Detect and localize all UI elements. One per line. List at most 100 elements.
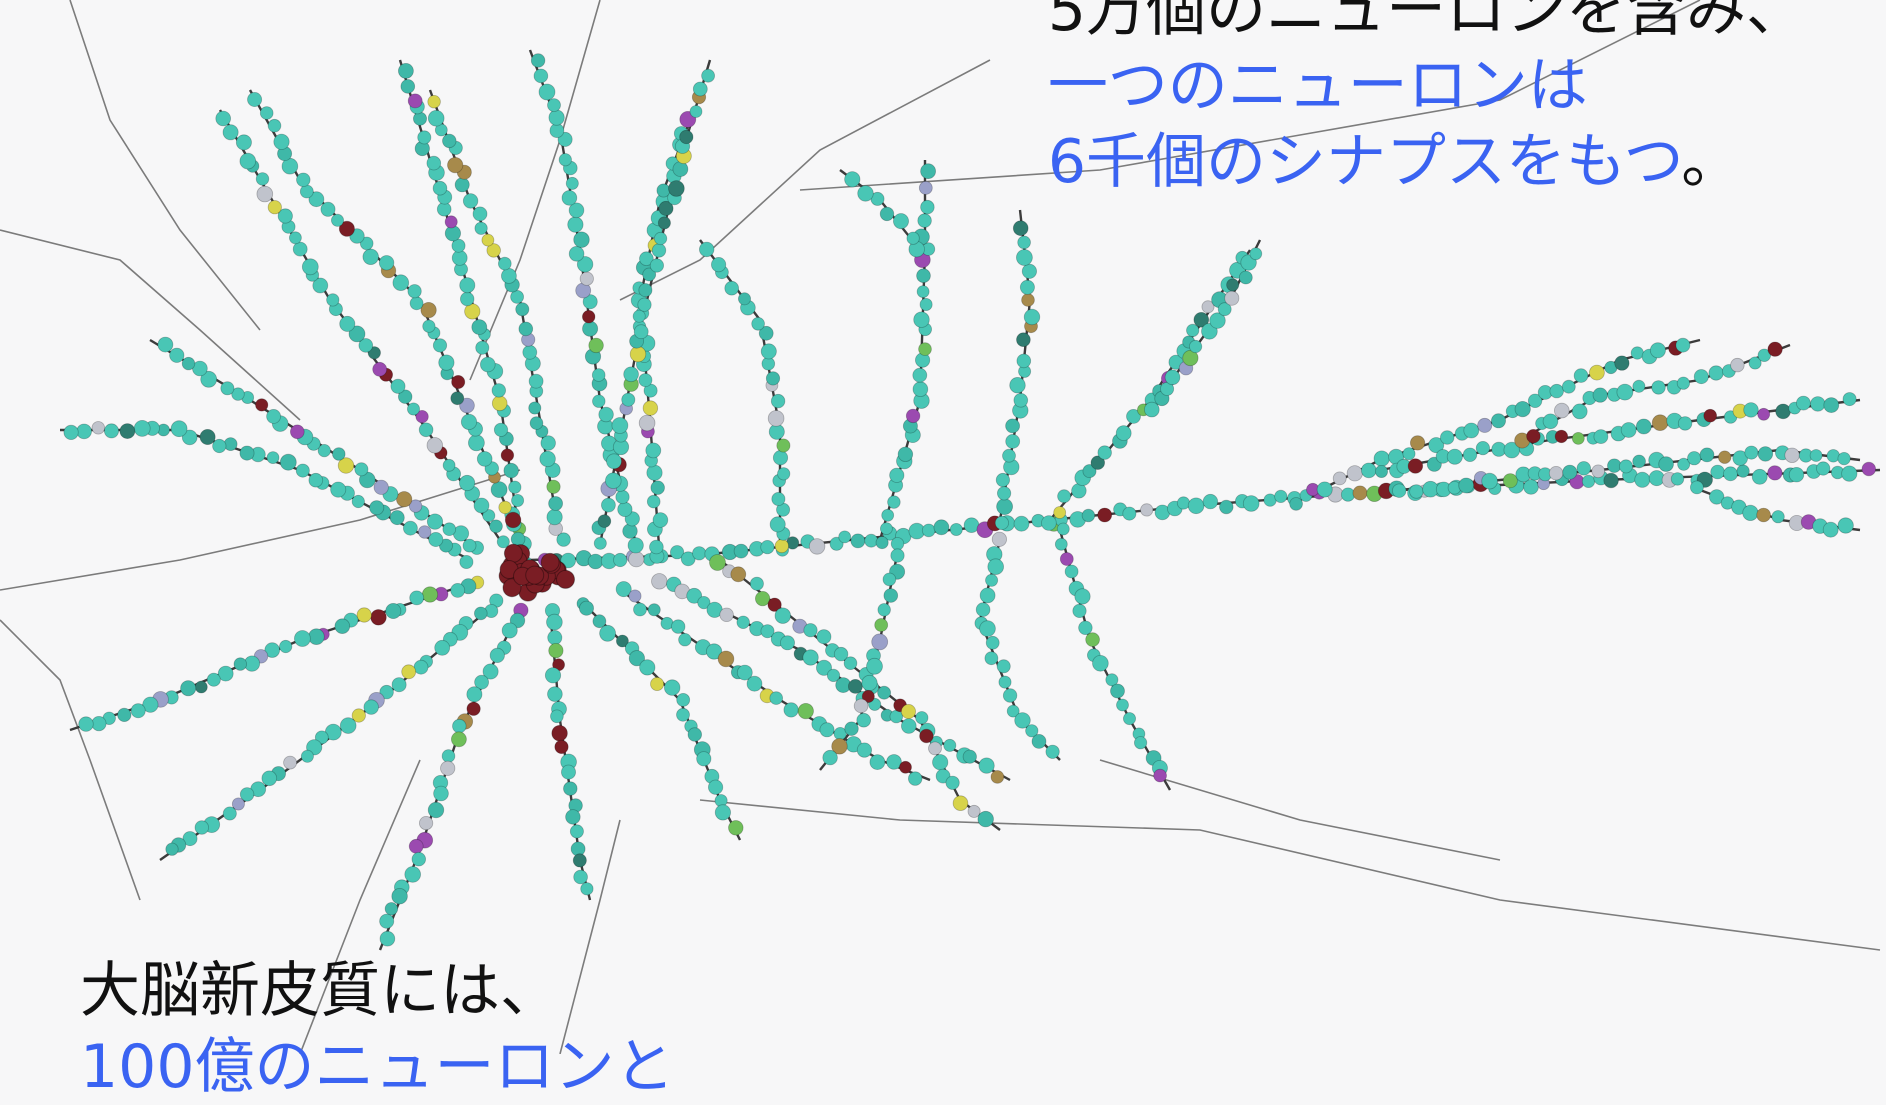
synapse-spine [611,417,629,434]
synapse-spine [803,623,818,638]
synapse-spine [692,546,707,561]
synapse-spine [351,494,365,509]
synapse-spine [339,315,356,332]
synapse-spine [1675,337,1691,353]
synapse-spine [657,216,671,230]
synapse-spine [710,256,727,273]
synapse-spine [256,185,274,203]
synapse-spine [592,614,607,629]
synapse-spine [358,338,374,353]
synapse-spine [165,842,179,856]
synapse-spine [628,551,645,568]
synapse-spine [883,588,899,603]
synapse-spine [119,423,136,440]
synapse-spine [78,716,94,732]
synapse-spine [427,94,441,109]
synapse-spine [239,152,257,170]
synapse-spine [1562,464,1578,480]
synapse-spine [233,657,248,671]
synapse-spine [623,366,639,383]
synapse-spine [1005,418,1020,434]
synapse-spine [1031,734,1047,749]
synapse-spine [1730,357,1745,373]
synapse-spine [730,566,747,583]
synapse-spine [479,356,496,373]
synapse-spine [998,675,1012,689]
synapse-spine [283,755,298,770]
synapse-spine [649,258,665,273]
synapse-spine [1097,507,1113,523]
synapse-spine [466,701,481,716]
synapse-spine [409,590,425,606]
synapse-spine [1690,480,1704,495]
synapse-spine [212,438,227,454]
synapse-spine [76,423,92,440]
synapse-spine [373,479,389,495]
synapse-spine [717,650,735,668]
synapse-spine [471,319,488,336]
synapse-spine [1816,461,1831,476]
synapse-spine [701,68,715,83]
synapse-spine [1491,413,1507,429]
synapse-spine [568,246,585,262]
synapse-spine [994,515,1010,531]
synapse-spine [500,448,515,462]
synapse-spine [354,462,369,477]
synapse-spine [194,680,208,694]
synapse-spine [1542,413,1559,430]
synapse-spine [1014,712,1031,729]
synapse-spine [200,370,218,388]
synapse-spine [299,184,314,199]
synapse-spine [1676,376,1691,390]
synapse-spine [1242,495,1260,512]
synapse-spine [875,536,889,550]
synapse-spine [239,445,255,461]
synapse-spine [1274,489,1288,503]
synapse-spine [308,628,325,645]
synapse-spine [680,551,696,567]
synapse-spine [530,53,546,68]
synapse-spine [1751,468,1768,485]
synapse-spine [889,709,904,724]
synapse-spine [1224,290,1240,306]
synapse-spine [296,172,311,188]
synapse-spine [816,659,833,676]
synapse-spine [1614,355,1630,371]
synapse-spine [615,581,632,598]
synapse-spine [1202,493,1219,510]
synapse-spine [460,291,475,307]
synapse-spine [639,659,656,676]
synapse-spine [1634,471,1651,488]
synapse-spine [546,508,563,526]
synapse-spine [1144,401,1160,418]
synapse-spine [415,409,429,424]
synapse-spine [330,213,344,227]
synapse-spine [1054,537,1068,551]
synapse-spine [1092,654,1109,672]
synapse-spine [1736,464,1750,478]
synapse-spine [1581,474,1596,488]
synapse-spine [642,400,659,416]
synapse-spine [259,106,274,120]
background-axons [0,0,1881,1054]
synapse-spine [379,684,394,700]
synapse-spine [408,499,423,513]
synapse-spine [760,539,775,555]
synapse-spine [1072,603,1087,619]
synapse-spine [588,337,604,354]
synapse-spine [1059,552,1074,566]
synapse-spine [63,424,79,440]
synapse-spine [428,532,444,548]
synapse-spine [943,738,957,752]
synapse-spine [572,853,587,868]
synapse-spine [890,537,905,551]
synapse-spine [551,725,568,742]
synapse-spine [206,672,221,687]
synapse-spine [317,443,331,458]
synapse-spine [707,779,724,795]
synapse-spine [979,587,996,604]
synapse-spine [856,742,873,758]
synapse-spine [638,283,653,298]
synapse-spine [769,516,786,533]
synapse-spine [157,336,174,353]
